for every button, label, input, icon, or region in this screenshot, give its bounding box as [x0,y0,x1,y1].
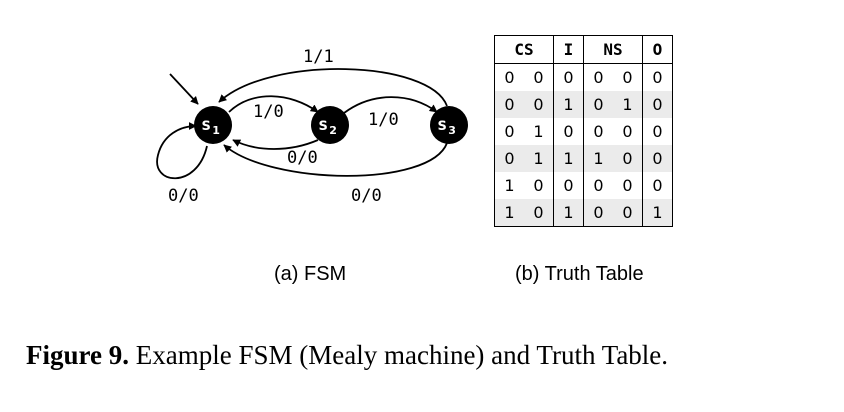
subcaption-truth-table: (b) Truth Table [515,263,644,285]
edge-label: 0/0 [168,186,199,206]
table-cell: 0 [553,118,584,145]
edge-s1-s2 [228,95,319,113]
state-letter: s [318,115,328,135]
header-ns: NS [583,35,643,64]
table-row: 1 0 0 0 0 0 [495,172,673,199]
table-row: 0 1 1 1 0 0 [494,145,673,172]
table-cell: 0 [494,91,524,118]
table-cell: 0 [613,172,643,199]
table-cell: 1 [524,118,554,145]
svg-text:s2: s2 [318,115,337,137]
state-subscript: 3 [448,124,456,137]
table-cell: 0 [593,68,604,87]
table-cell: 1 [553,91,584,118]
table-cell: 1 [583,145,613,172]
state-letter: s [201,115,211,135]
edge-s2-s3 [343,96,438,114]
table-cell: 1 [524,145,554,172]
edge-label: 0/0 [287,148,318,168]
state-s3: s3 [430,106,468,144]
table-cell: 0 [583,91,613,118]
figure-number: Figure 9. [26,340,129,370]
table-cell: 0 [524,63,554,91]
table-cell: 1 [553,199,584,227]
table-row: 0 1 0 0 0 0 [495,118,673,145]
table-cell: 0 [524,91,554,118]
edge-label: 0/0 [351,186,382,206]
header-o: O [642,35,673,64]
state-letter: s [437,115,447,135]
edge-label: 1/0 [253,102,284,122]
table-row: 0 0 0 0 0 0 [495,63,673,91]
edge-label: 1/0 [368,110,399,130]
table-header-row: CS I NS O [494,35,673,64]
header-i: I [553,35,584,64]
table-cell: 0 [553,172,584,199]
edge-label: 1/1 [303,47,334,67]
edge-s3-s1-bottom [223,142,448,177]
table-cell: 0 [642,145,673,172]
table-cell: 1 [553,145,584,172]
state-s1: s1 [194,106,232,144]
table-cell: 0 [642,91,673,118]
edge-s3-s1-top [218,68,448,107]
table-cell: 0 [593,122,604,141]
state-subscript: 2 [329,124,337,137]
table-cell: 0 [652,122,663,141]
table-cell: 0 [613,118,643,145]
table-cell: 0 [504,68,515,87]
table-row: 1 0 1 0 0 1 [494,199,673,227]
state-s2: s2 [311,106,349,144]
table-cell: 0 [583,199,613,227]
table-cell: 1 [504,176,515,195]
table-cell: 1 [494,199,524,227]
header-cs: CS [494,35,554,64]
initial-arrow [169,73,199,105]
svg-text:s1: s1 [201,115,220,137]
table-cell: 0 [613,199,643,227]
table-cell: 0 [593,176,604,195]
state-subscript: 1 [212,124,220,137]
svg-text:s3: s3 [437,115,456,137]
table-row: 0 0 1 0 1 0 [494,91,673,118]
figure-caption-text: Example FSM (Mealy machine) and Truth Ta… [129,340,669,370]
table-cell: 0 [524,199,554,227]
table-cell: 0 [613,145,643,172]
table-cell: 0 [524,172,554,199]
table-cell: 0 [494,145,524,172]
edge-s2-s1 [232,139,319,150]
table-cell: 1 [642,199,673,227]
table-cell: 0 [613,63,643,91]
table-cell: 0 [553,63,584,91]
edge-s1-self [156,122,208,180]
table-cell: 0 [652,176,663,195]
figure-caption: Figure 9. Example FSM (Mealy machine) an… [26,340,668,371]
table-cell: 0 [504,122,515,141]
subcaption-fsm: (a) FSM [274,263,347,285]
table-cell: 0 [652,68,663,87]
truth-table: CS I NS O 0 0 0 0 0 0 0 0 1 0 1 0 0 1 0 … [494,35,673,227]
table-cell: 1 [613,91,643,118]
